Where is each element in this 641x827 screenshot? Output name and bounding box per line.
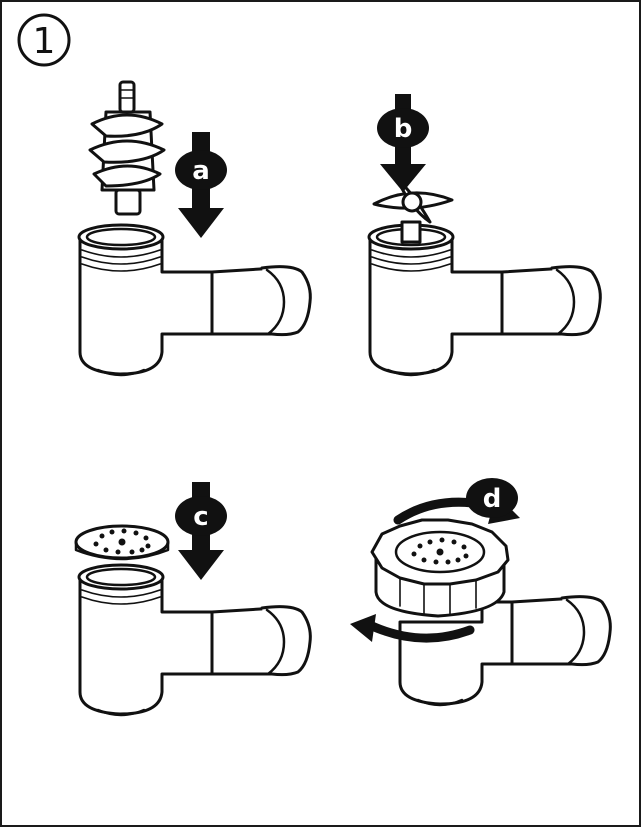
svg-text:b: b [394, 114, 413, 144]
panel-a-insert-screw: a [62, 72, 322, 382]
svg-text:c: c [193, 502, 208, 532]
housing-body [79, 225, 310, 375]
step-number: 1 [33, 21, 56, 62]
step-label-c: c [175, 496, 227, 536]
screw-part [90, 82, 164, 214]
panel-b-insert-cutter: b [352, 72, 612, 382]
step-label-a: a [175, 150, 227, 190]
perforated-disc [76, 526, 168, 559]
housing-body [79, 565, 310, 715]
svg-text:a: a [192, 156, 210, 186]
ring-nut [372, 520, 508, 616]
cutter-blade [374, 180, 452, 222]
housing-body [369, 222, 600, 375]
step-label-d: d [466, 478, 518, 518]
panel-c-insert-disc: c [62, 472, 322, 732]
svg-text:d: d [483, 484, 502, 514]
panel-d-tighten-ring: d [342, 472, 622, 732]
step-number-badge: 1 [16, 12, 72, 68]
step-label-b: b [377, 108, 429, 148]
